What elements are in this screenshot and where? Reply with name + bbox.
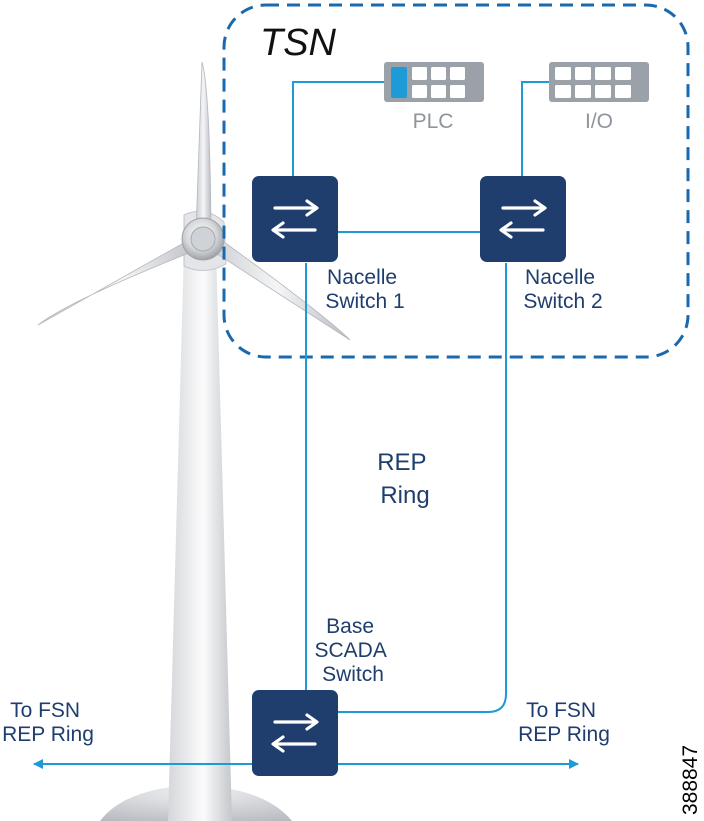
turbine-tower (168, 250, 232, 821)
plc-ports (412, 67, 465, 98)
nacelle-switch-2-body (480, 176, 566, 262)
nacelle-switch-1-body (252, 176, 338, 262)
fsn-link-right-label: To FSN REP Ring (518, 699, 610, 746)
turbine-blade-right (204, 233, 351, 341)
tsn-region-boundary (222, 3, 690, 359)
plc-label: PLC (413, 110, 454, 133)
base-scada-switch-body (252, 690, 338, 776)
turbine-blade-up (195, 61, 212, 233)
nacelle-switch-2-label: Nacelle Switch 2 (523, 266, 602, 313)
tsn-region-label: TSN (260, 22, 337, 64)
io-ports (555, 67, 631, 98)
fsn-link-left-label: To FSN REP Ring (2, 699, 94, 746)
nacelle-switch-2: Nacelle Switch 2 (480, 176, 603, 313)
plc-active-port (391, 67, 407, 98)
base-scada-switch-label: Base SCADA Switch (314, 615, 391, 686)
wind-turbine-illustration (37, 61, 351, 821)
io-device: I/O (549, 62, 649, 133)
rep-ring-label: REP Ring (377, 449, 433, 509)
base-scada-switch: Base SCADA Switch (252, 615, 391, 776)
nacelle-switch-1: Nacelle Switch 1 (252, 176, 405, 313)
figure-id: 388847 (679, 745, 702, 815)
link-plc-switch1 (292, 81, 390, 176)
turbine-blade-left (37, 235, 205, 326)
ring-link-right (338, 263, 507, 713)
link-io-switch2 (521, 81, 550, 176)
plc-device: PLC (384, 62, 484, 133)
io-label: I/O (585, 110, 613, 133)
nacelle-switch-1-label: Nacelle Switch 1 (325, 266, 404, 313)
turbine-hub-center (190, 226, 216, 252)
